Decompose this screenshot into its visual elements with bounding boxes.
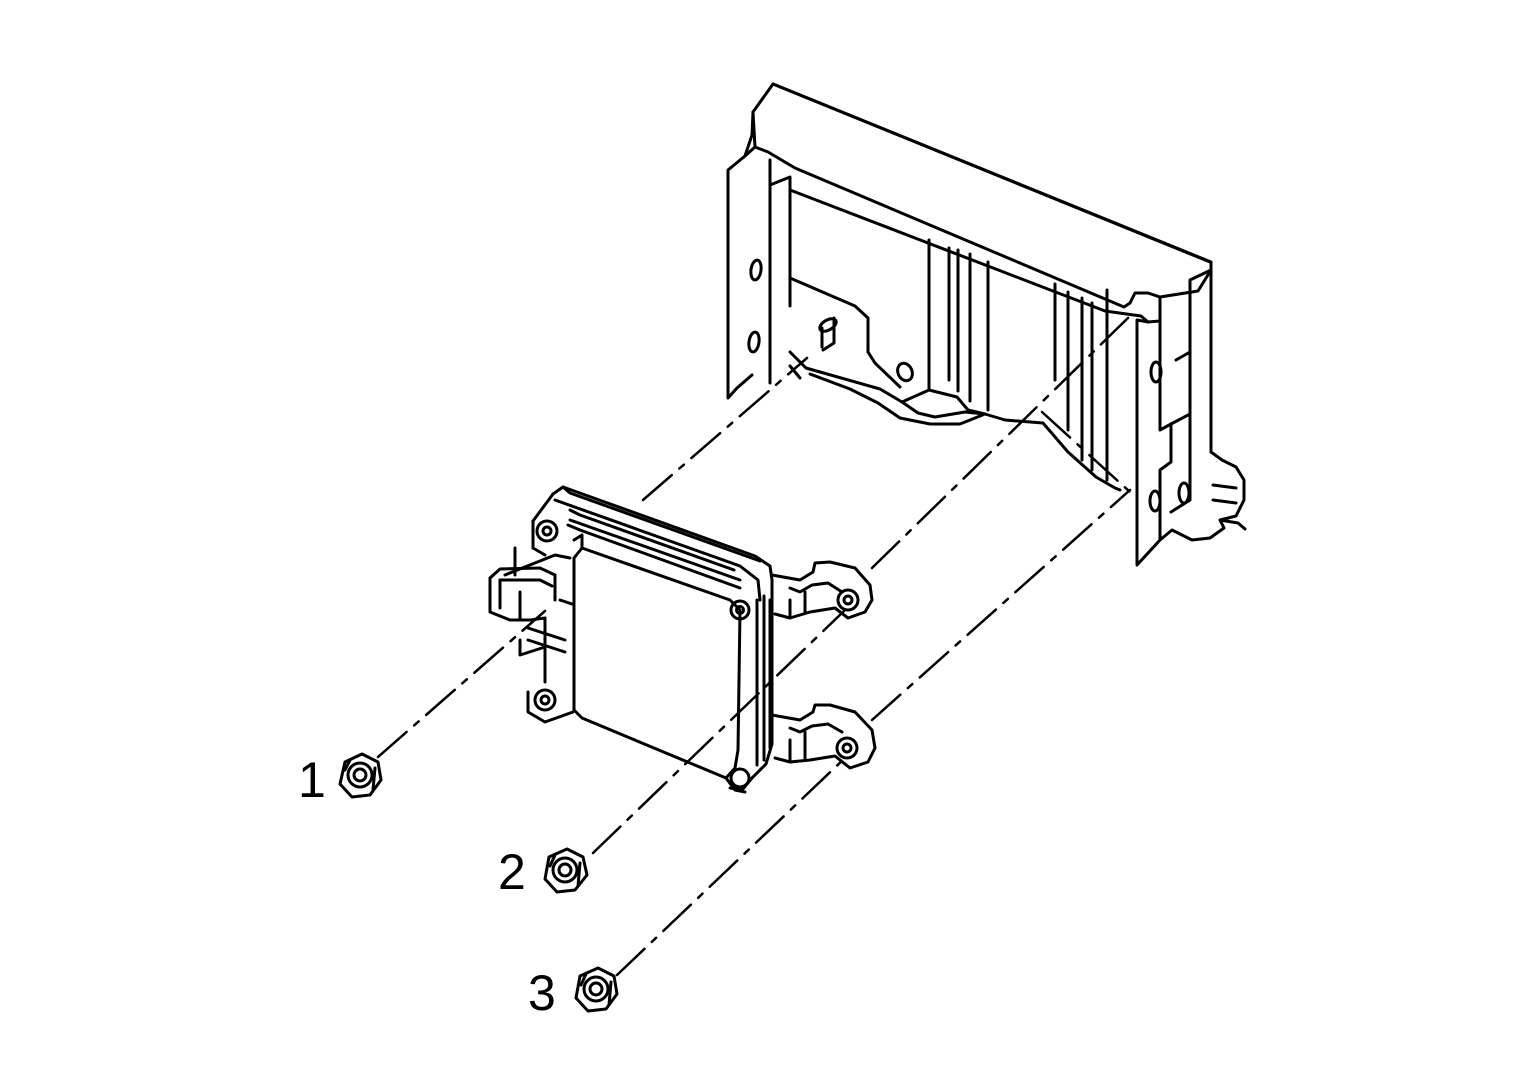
mounting-bracket <box>726 82 1247 567</box>
nut-1 <box>338 752 383 799</box>
alignment-line-3-upper <box>870 488 1132 722</box>
callout-label-1: 1 <box>298 752 326 808</box>
alignment-line-3 <box>615 756 847 977</box>
alignment-lines <box>376 314 1132 977</box>
nut-2-hex-icon <box>543 847 589 894</box>
bracket-hole <box>749 258 763 282</box>
alignment-line-2-upper <box>870 314 1132 570</box>
alignment-line-1 <box>376 609 547 759</box>
bracket-hole <box>1149 360 1163 384</box>
callout-label-3: 3 <box>528 965 556 1021</box>
nut-1-hex-icon <box>338 752 383 799</box>
bracket-hole <box>1148 489 1162 513</box>
bracket-hole <box>747 330 761 354</box>
nut-3 <box>574 966 619 1013</box>
control-module <box>488 485 877 794</box>
nut-3-hex-icon <box>574 966 619 1013</box>
nut-2 <box>543 847 589 894</box>
alignment-line-1-upper <box>641 356 809 502</box>
bracket-hole <box>896 361 914 383</box>
alignment-line-2 <box>591 609 846 855</box>
alignment-line-rear <box>1040 410 1132 494</box>
callout-label-2: 2 <box>498 844 526 900</box>
bracket-hole <box>1177 481 1191 505</box>
